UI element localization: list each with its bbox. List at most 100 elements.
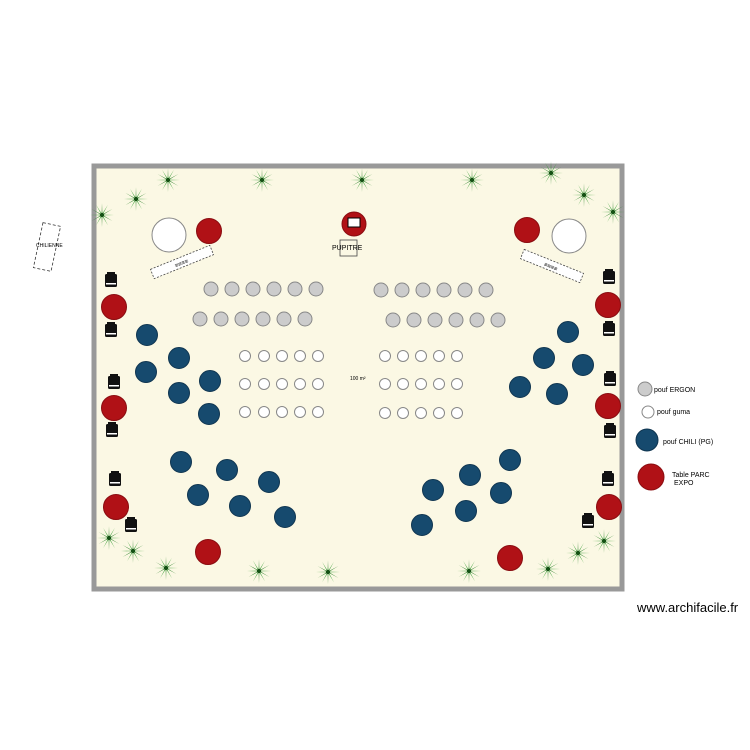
svg-text:≡≡≡≡: ≡≡≡≡	[174, 259, 190, 270]
chair	[603, 321, 615, 336]
pouf-chili	[216, 459, 238, 481]
table-parc	[195, 539, 221, 565]
pouf-guma	[276, 378, 288, 390]
pouf-guma	[415, 350, 427, 362]
pupitre-box	[339, 239, 358, 257]
pouf-guma	[312, 406, 324, 418]
pouf-ergon	[457, 282, 473, 298]
pouf-guma	[258, 406, 270, 418]
pouf-guma	[415, 378, 427, 390]
white-round-table-right	[551, 218, 587, 254]
legend-swatch-chili	[635, 428, 659, 452]
pouf-guma	[312, 378, 324, 390]
watermark: www.archifacile.fr	[637, 600, 739, 615]
plant-icon	[247, 559, 271, 583]
table-parc	[596, 494, 622, 520]
pouf-guma	[294, 378, 306, 390]
table-parc	[514, 217, 540, 243]
pouf-ergon	[415, 282, 431, 298]
pouf-chili	[533, 347, 555, 369]
plant-icon	[350, 168, 374, 192]
pupitre-label: PUPITRE	[332, 245, 363, 252]
pouf-guma	[433, 350, 445, 362]
pouf-guma	[276, 350, 288, 362]
chilienne-label: CHILIENNE	[36, 243, 63, 249]
pouf-ergon	[192, 311, 208, 327]
chair	[108, 374, 120, 389]
pouf-ergon	[297, 311, 313, 327]
pouf-chili	[411, 514, 433, 536]
pouf-ergon	[478, 282, 494, 298]
pouf-ergon	[469, 312, 485, 328]
plant-icon	[572, 183, 596, 207]
pouf-guma	[258, 378, 270, 390]
pouf-ergon	[394, 282, 410, 298]
pouf-ergon	[234, 311, 250, 327]
plant-icon	[154, 556, 178, 580]
plant-icon	[460, 168, 484, 192]
table-parc	[103, 494, 129, 520]
pouf-ergon	[308, 281, 324, 297]
pouf-chili	[572, 354, 594, 376]
pouf-chili	[557, 321, 579, 343]
pouf-ergon	[490, 312, 506, 328]
chair	[604, 371, 616, 386]
legend: pouf ERGON pouf guma pouf CHILI (PG) Tab…	[635, 381, 713, 491]
pouf-guma	[258, 350, 270, 362]
pouf-ergon	[406, 312, 422, 328]
plant-icon	[250, 168, 274, 192]
pouf-guma	[239, 350, 251, 362]
plant-icon	[539, 161, 563, 185]
pouf-guma	[451, 378, 463, 390]
chair	[125, 517, 137, 532]
pouf-ergon	[436, 282, 452, 298]
plant-icon	[90, 203, 114, 227]
pouf-chili	[509, 376, 531, 398]
pupitre-stand-icon	[347, 217, 361, 228]
pouf-ergon	[245, 281, 261, 297]
table-parc	[595, 292, 621, 318]
white-round-table-left	[151, 217, 187, 253]
chair	[105, 322, 117, 337]
pouf-guma	[379, 350, 391, 362]
plant-icon	[536, 557, 560, 581]
generated-marks	[90, 161, 625, 584]
plant-icon	[457, 559, 481, 583]
pouf-guma	[397, 350, 409, 362]
chair	[603, 269, 615, 284]
pouf-ergon	[448, 312, 464, 328]
pouf-ergon	[287, 281, 303, 297]
pouf-ergon	[213, 311, 229, 327]
pouf-guma	[312, 350, 324, 362]
pouf-guma	[433, 407, 445, 419]
pouf-guma	[379, 407, 391, 419]
pouf-chili	[170, 451, 192, 473]
pouf-chili	[135, 361, 157, 383]
legend-label-table-parc-2: EXPO	[674, 480, 694, 487]
area-label: 100 m²	[350, 376, 366, 382]
pouf-ergon	[385, 312, 401, 328]
pouf-ergon	[255, 311, 271, 327]
pouf-guma	[294, 350, 306, 362]
chilienne-chair	[32, 222, 62, 272]
pouf-guma	[451, 350, 463, 362]
legend-swatch-table-parc	[637, 463, 665, 491]
plant-icon	[592, 529, 616, 553]
pouf-guma	[239, 378, 251, 390]
pouf-chili	[168, 347, 190, 369]
table-parc	[497, 545, 523, 571]
pouf-chili	[499, 449, 521, 471]
pouf-chili	[546, 383, 568, 405]
pouf-chili	[187, 484, 209, 506]
pouf-chili	[459, 464, 481, 486]
legend-swatch-guma	[641, 405, 655, 419]
chair	[105, 272, 117, 287]
pouf-chili	[198, 403, 220, 425]
pouf-chili	[258, 471, 280, 493]
plant-icon	[97, 526, 121, 550]
chair	[582, 513, 594, 528]
pouf-guma	[379, 378, 391, 390]
legend-label-chili: pouf CHILI (PG)	[663, 439, 713, 446]
pouf-guma	[397, 407, 409, 419]
plant-icon	[124, 187, 148, 211]
